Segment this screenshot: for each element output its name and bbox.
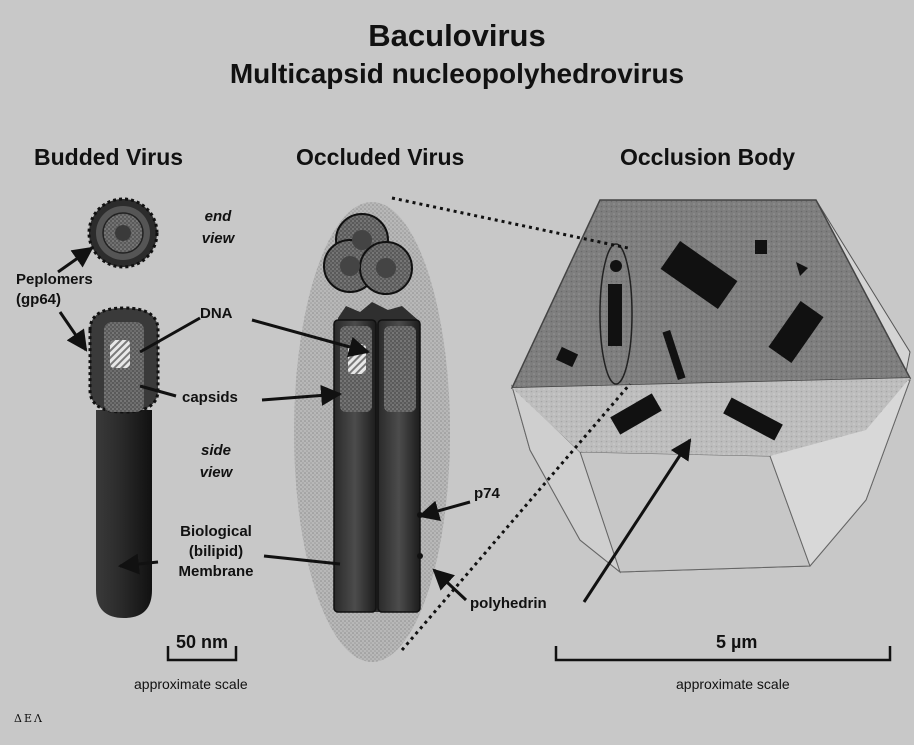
- section-budded-virus: Budded Virus: [34, 144, 183, 171]
- label-membrane-line2: (bilipid): [166, 542, 266, 562]
- label-polyhedrin: polyhedrin: [470, 594, 547, 614]
- label-side-view: side view: [194, 440, 238, 484]
- author-signature: ΔEΛ: [14, 712, 44, 725]
- diagram-title: Baculovirus: [0, 18, 914, 54]
- label-peplomers-line2: (gp64): [16, 290, 93, 310]
- label-membrane-line1: Biological: [166, 522, 266, 542]
- section-occluded-virus: Occluded Virus: [296, 144, 464, 171]
- label-side-view-line2: view: [194, 462, 238, 484]
- budded-end-view: [89, 199, 157, 267]
- label-membrane: Biological (bilipid) Membrane: [166, 522, 266, 582]
- scale-left-value: 50 nm: [176, 632, 228, 653]
- label-end-view-line1: end: [196, 206, 240, 228]
- label-end-view-line2: view: [196, 228, 240, 250]
- label-peplomers: Peplomers (gp64): [16, 270, 93, 310]
- label-dna: DNA: [200, 304, 233, 324]
- occlusion-body-figure: [392, 198, 910, 650]
- label-peplomers-line1: Peplomers: [16, 270, 93, 290]
- budded-side-view: [90, 308, 158, 618]
- occluded-side-view: [334, 302, 423, 612]
- occluded-virus-figure: [294, 202, 450, 662]
- scale-right-value: 5 µm: [716, 632, 757, 653]
- label-end-view: end view: [196, 206, 240, 250]
- budded-virus-figure: [89, 199, 158, 618]
- scale-right-caption: approximate scale: [676, 676, 790, 692]
- scale-left-caption: approximate scale: [134, 676, 248, 692]
- section-occlusion-body: Occlusion Body: [620, 144, 795, 171]
- label-p74: p74: [474, 484, 500, 504]
- scale-bars: [168, 646, 890, 660]
- diagram-subtitle: Multicapsid nucleopolyhedrovirus: [0, 58, 914, 90]
- label-side-view-line1: side: [194, 440, 238, 462]
- label-capsids: capsids: [182, 388, 238, 408]
- label-membrane-line3: Membrane: [166, 562, 266, 582]
